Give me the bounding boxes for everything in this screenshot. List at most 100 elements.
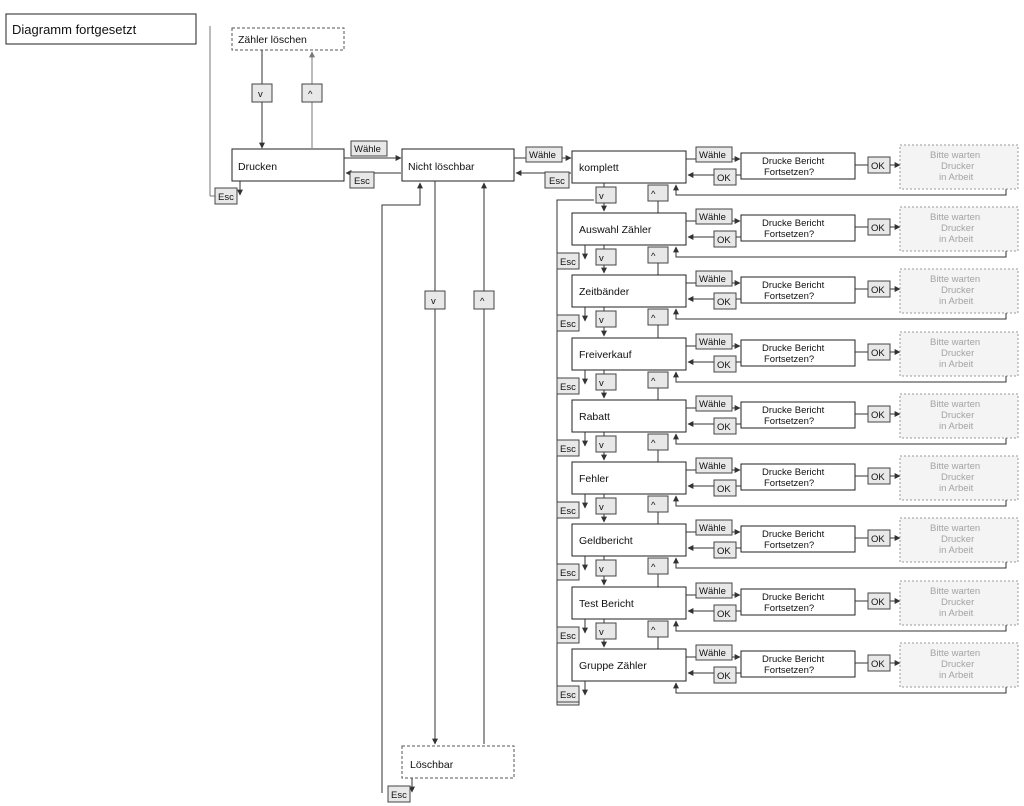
esc-key: Esc: [556, 501, 580, 519]
down-key: v: [595, 497, 617, 515]
wait-line-1: Bitte warten: [930, 274, 980, 285]
up-key: ^: [647, 184, 669, 202]
svg-text:OK: OK: [871, 161, 885, 172]
svg-text:Wähle: Wähle: [699, 399, 726, 410]
ok-key: OK: [867, 592, 891, 610]
prompt-line-2: Fortsetzen?: [764, 603, 814, 614]
svg-text:Wähle: Wähle: [699, 648, 726, 659]
report-item-label: Test Bericht: [579, 598, 634, 610]
svg-text:OK: OK: [717, 609, 731, 620]
prompt-line-2: Fortsetzen?: [764, 167, 814, 178]
wait-line-3: in Arbeit: [939, 234, 974, 245]
report-item-label: Gruppe Zähler: [579, 660, 647, 672]
down-key: v: [595, 373, 617, 391]
down-key: v: [595, 186, 617, 204]
svg-text:OK: OK: [717, 173, 731, 184]
svg-text:OK: OK: [871, 348, 885, 359]
prompt-line-1: Drucke Bericht: [762, 280, 825, 291]
svg-text:OK: OK: [717, 546, 731, 557]
up-key: ^: [647, 557, 669, 575]
ok-key: OK: [867, 529, 891, 547]
svg-text:OK: OK: [717, 422, 731, 433]
report-item-label: Rabatt: [579, 411, 610, 423]
ok-key: OK: [713, 604, 737, 622]
wait-line-1: Bitte warten: [930, 150, 980, 161]
esc-key: Esc: [387, 785, 411, 803]
ok-key: OK: [713, 479, 737, 497]
wait-line-1: Bitte warten: [930, 523, 980, 534]
svg-text:OK: OK: [717, 360, 731, 371]
svg-text:Wähle: Wähle: [354, 144, 381, 155]
svg-text:v: v: [258, 89, 263, 100]
svg-text:OK: OK: [871, 223, 885, 234]
svg-text:OK: OK: [871, 534, 885, 545]
diagram-title-text: Diagramm fortgesetzt: [12, 22, 137, 37]
report-item-node: Gruppe Zähler: [571, 648, 687, 682]
zaehler-loeschen-label: Zähler löschen: [238, 34, 307, 46]
wait-line-2: Drucker: [941, 161, 974, 172]
svg-text:^: ^: [308, 89, 313, 100]
svg-text:^: ^: [651, 562, 656, 573]
prompt-line-2: Fortsetzen?: [764, 540, 814, 551]
svg-text:v: v: [599, 627, 604, 638]
prompt-line-1: Drucke Bericht: [762, 654, 825, 665]
wait-line-1: Bitte warten: [930, 648, 980, 659]
svg-text:Esc: Esc: [560, 568, 576, 579]
esc-key: Esc: [349, 171, 375, 189]
prompt-line-1: Drucke Bericht: [762, 529, 825, 540]
select-key: Wähle: [695, 519, 733, 536]
svg-text:OK: OK: [717, 297, 731, 308]
wait-line-1: Bitte warten: [930, 399, 980, 410]
svg-text:OK: OK: [871, 659, 885, 670]
drucken-node: Drucken: [231, 148, 345, 182]
prompt-line-2: Fortsetzen?: [764, 416, 814, 427]
report-item-label: Auswahl Zähler: [579, 224, 652, 236]
select-key: Wähle: [695, 582, 733, 599]
svg-text:Esc: Esc: [560, 631, 576, 642]
prompt-line-2: Fortsetzen?: [764, 229, 814, 240]
up-key: ^: [647, 246, 669, 264]
svg-text:v: v: [599, 315, 604, 326]
svg-text:v: v: [599, 378, 604, 389]
prompt-line-1: Drucke Bericht: [762, 343, 825, 354]
wait-line-3: in Arbeit: [939, 296, 974, 307]
esc-key: Esc: [544, 171, 570, 189]
ok-key: OK: [713, 541, 737, 559]
nicht-loeschbar-label: Nicht löschbar: [408, 161, 475, 173]
esc-key: Esc: [556, 252, 580, 270]
wait-line-3: in Arbeit: [939, 608, 974, 619]
wait-line-2: Drucker: [941, 597, 974, 608]
ok-key: OK: [713, 168, 737, 186]
esc-key: Esc: [556, 685, 580, 703]
select-key: Wähle: [525, 146, 563, 163]
wait-line-1: Bitte warten: [930, 586, 980, 597]
loeschbar-node: Löschbar: [401, 745, 515, 779]
esc-key: Esc: [556, 626, 580, 644]
select-key: Wähle: [695, 270, 733, 287]
wait-line-2: Drucker: [941, 410, 974, 421]
wait-line-3: in Arbeit: [939, 483, 974, 494]
ok-key: OK: [867, 280, 891, 298]
select-key: Wähle: [695, 644, 733, 661]
svg-text:^: ^: [480, 296, 485, 307]
ok-key: OK: [867, 654, 891, 672]
svg-text:v: v: [599, 502, 604, 513]
drucken-label: Drucken: [238, 161, 277, 173]
report-item-node: Freiverkauf: [571, 337, 687, 371]
wait-line-2: Drucker: [941, 348, 974, 359]
svg-text:OK: OK: [871, 597, 885, 608]
svg-text:v: v: [599, 440, 604, 451]
